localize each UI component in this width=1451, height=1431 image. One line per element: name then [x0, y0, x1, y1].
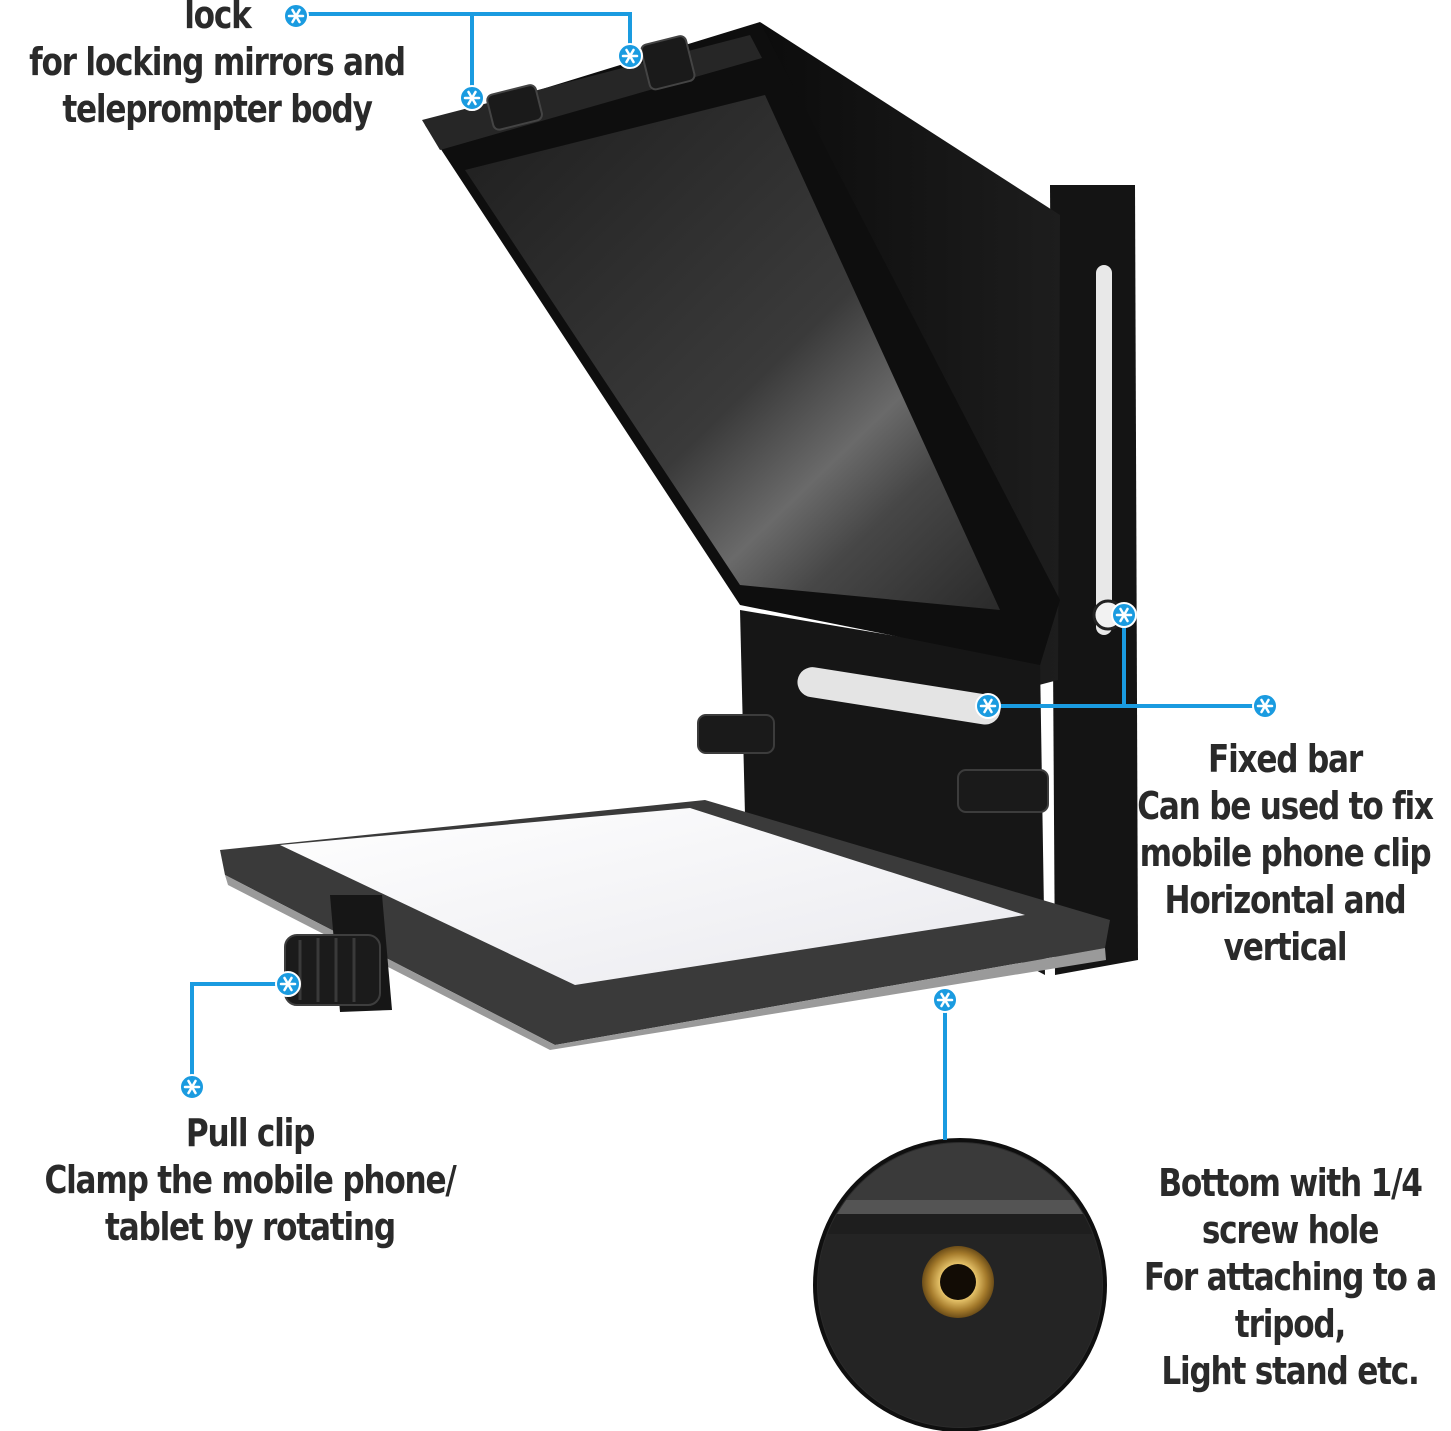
fixed-bar-desc-3: Horizontal and — [1164, 878, 1406, 922]
asterisk-marker-icon — [975, 693, 1001, 719]
pull-clip-desc-1: Clamp the mobile phone/ — [44, 1158, 456, 1202]
asterisk-marker-icon — [1252, 693, 1278, 719]
fixed-bar-desc-1: Can be used to fix — [1137, 784, 1434, 828]
fixed-bar-post — [1050, 185, 1138, 975]
asterisk-marker-icon — [932, 987, 958, 1013]
pull-clip-desc-2: tablet by rotating — [105, 1205, 396, 1249]
asterisk-marker-icon — [275, 971, 301, 997]
lock-desc-1: for locking mirrors and — [29, 40, 406, 84]
side-knob-right — [957, 769, 1049, 813]
bottom-desc-3: tripod, — [1234, 1302, 1346, 1346]
side-knob-left — [697, 714, 775, 754]
bottom-desc-1: screw hole — [1201, 1208, 1379, 1252]
lock-desc-2: teleprompter body — [62, 87, 373, 131]
lock-callout-line — [296, 12, 632, 52]
bottom-desc-4: Light stand etc. — [1161, 1349, 1419, 1393]
fixed-bar-desc-4: vertical — [1223, 925, 1348, 969]
callout-lines — [190, 12, 1265, 1140]
tablet-screen — [280, 808, 1025, 985]
fixed-bar-title: Fixed bar — [1208, 737, 1363, 781]
screw-hole-zoom — [813, 1138, 1107, 1431]
callout-markers — [179, 3, 1278, 1100]
bottom-desc-2: For attaching to a — [1143, 1255, 1437, 1299]
asterisk-marker-icon — [283, 3, 309, 29]
bottom-annotation: Bottom with 1/4 screw hole For attaching… — [1122, 1160, 1451, 1395]
fixed-bar-desc-2: mobile phone clip — [1139, 831, 1432, 875]
pull-clip-knob — [284, 934, 381, 1006]
asterisk-marker-icon — [459, 85, 485, 111]
pull-clip-title: Pull clip — [185, 1111, 316, 1155]
asterisk-marker-icon — [617, 43, 643, 69]
lock-knob-left — [486, 84, 543, 131]
asterisk-marker-icon — [1111, 602, 1137, 628]
asterisk-marker-icon — [179, 1074, 205, 1100]
vertical-slot — [1096, 265, 1112, 635]
fixed-bar-annotation: Fixed bar Can be used to fix mobile phon… — [1117, 736, 1451, 971]
horizontal-slot — [797, 667, 1001, 725]
teleprompter-body — [220, 22, 1138, 1050]
lock-knob-right — [640, 35, 696, 91]
pull-clip-callout-line — [190, 982, 288, 1085]
beam-splitter-glass — [465, 95, 1000, 610]
bottom-title: Bottom with 1/4 — [1158, 1161, 1423, 1205]
lock-annotation: lock for locking mirrors and teleprompte… — [16, 0, 418, 133]
lock-title: lock — [184, 0, 252, 37]
pull-clip-annotation: Pull clip Clamp the mobile phone/ tablet… — [29, 1110, 472, 1251]
